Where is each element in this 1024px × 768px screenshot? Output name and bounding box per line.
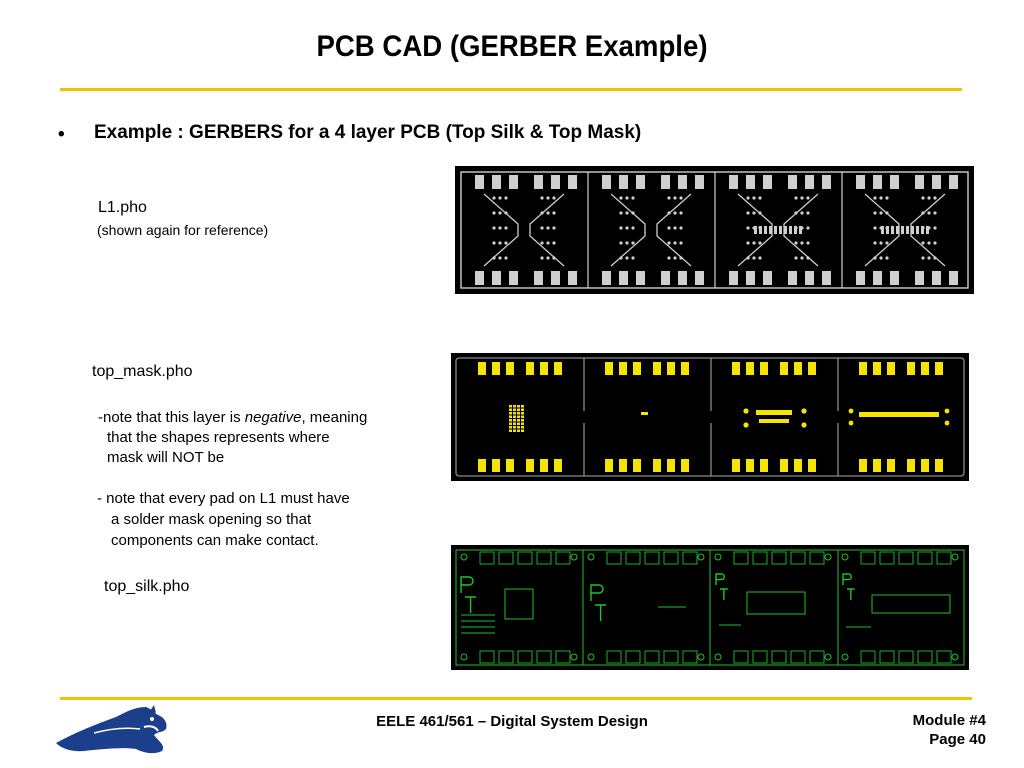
pad-note-line2: a solder mask opening so that: [111, 511, 312, 528]
pad-note-line3: components can make contact.: [111, 532, 319, 549]
footer-divider: [60, 697, 972, 700]
mask-note-line1: -note that this layer is negative, meani…: [98, 409, 368, 426]
pad-note-line1: - note that every pad on L1 must have: [97, 490, 350, 507]
slide-title: PCB CAD (GERBER Example): [316, 30, 708, 63]
l1-gerber-image: [455, 166, 974, 294]
top-mask-gerber-image: [451, 353, 969, 481]
bullet-text: Example : GERBERS for a 4 layer PCB (Top…: [94, 122, 642, 143]
bullet-marker: •: [58, 124, 65, 145]
module-page-info: Module #4 Page 40: [913, 711, 986, 749]
page-number: Page 40: [929, 731, 986, 748]
course-title: EELE 461/561 – Digital System Design: [376, 713, 648, 730]
bobcat-logo: [56, 705, 167, 754]
top-silk-label: top_silk.pho: [104, 578, 190, 595]
l1-label: L1.pho: [98, 199, 147, 216]
mask-note-line3: mask will NOT be: [107, 449, 225, 466]
module-number: Module #4: [912, 712, 986, 729]
top-silk-gerber-image: [451, 545, 969, 670]
l1-note: (shown again for reference): [97, 222, 269, 238]
title-divider: [60, 88, 962, 91]
mask-note-line2: that the shapes represents where: [107, 429, 330, 446]
top-mask-label: top_mask.pho: [92, 363, 193, 380]
